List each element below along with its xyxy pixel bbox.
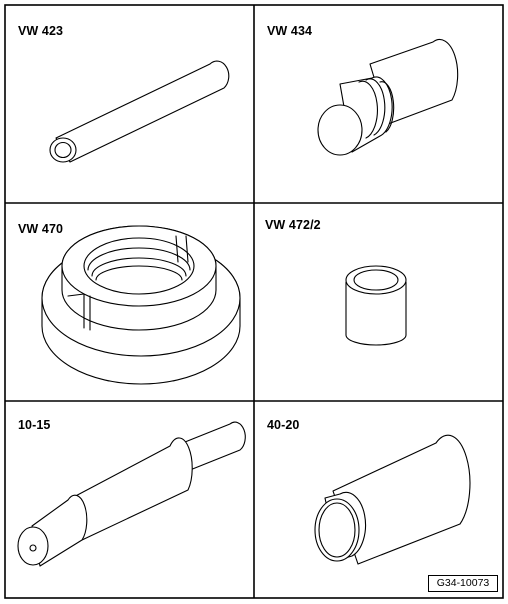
tool-drawing-vw-470 bbox=[41, 225, 241, 385]
tool-label-vw-434: VW 434 bbox=[267, 24, 313, 38]
tool-label-40-20: 40-20 bbox=[267, 418, 300, 432]
tool-drawing-40-20 bbox=[314, 434, 471, 565]
tool-label-vw-470: VW 470 bbox=[18, 222, 64, 236]
figure-reference-code: G34-10073 bbox=[428, 575, 498, 592]
tool-drawing-10-15 bbox=[17, 421, 246, 567]
tool-drawing-vw-472-2 bbox=[345, 265, 407, 346]
tool-drawing-vw-423 bbox=[49, 60, 230, 163]
panel-grid bbox=[4, 4, 504, 599]
tool-label-vw-423: VW 423 bbox=[18, 24, 64, 38]
tool-drawing-vw-434 bbox=[317, 38, 459, 156]
tool-label-10-15: 10-15 bbox=[18, 418, 51, 432]
tool-label-vw-472-2: VW 472/2 bbox=[265, 218, 321, 232]
